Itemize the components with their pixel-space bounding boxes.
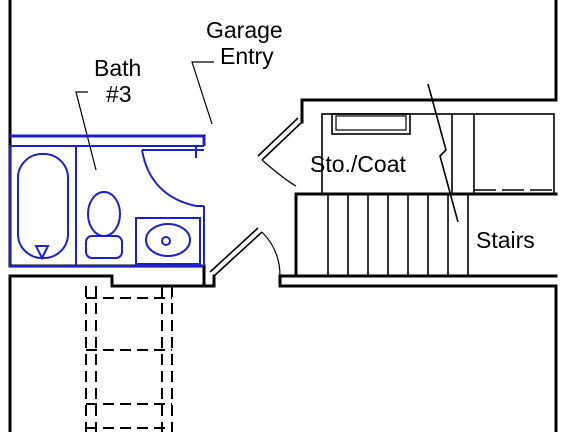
bath-label: Bath [94,55,141,81]
garage-label: Garage [206,17,283,43]
bath-leader [75,91,97,171]
storage-label: Sto./Coat [310,151,406,177]
dashed-overhead [85,286,173,432]
garage-entry-leader [191,61,214,125]
drain-icon [34,245,50,261]
bath-number-label: #3 [106,81,132,107]
closet-door [257,117,303,187]
walls [8,0,558,432]
garage-entry-door [209,227,281,277]
sink-icon [145,223,191,257]
stairs [327,83,556,276]
bathtub-icon [9,145,77,267]
entry-label: Entry [220,43,274,69]
bath-fixtures [9,134,206,267]
storage-closet [321,113,555,195]
stairs-label: Stairs [476,227,535,253]
toilet-icon [85,191,123,259]
vanity-icon [135,217,201,265]
